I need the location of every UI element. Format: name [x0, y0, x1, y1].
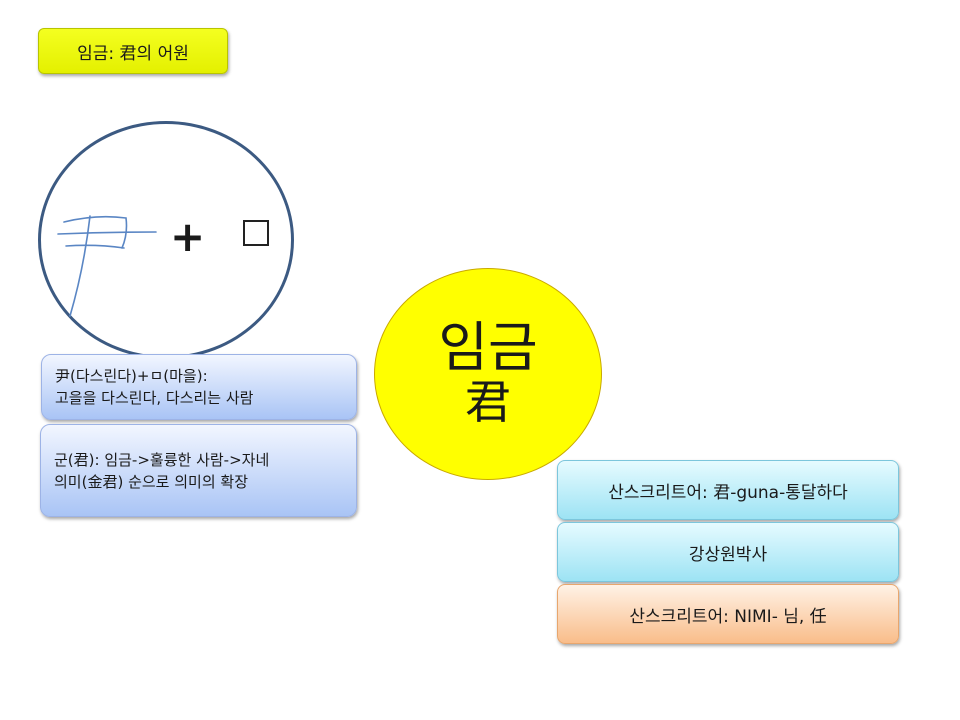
center-circle: 임금 君	[374, 268, 602, 480]
mouth-character-box	[243, 220, 269, 246]
right-box-sanskrit-nimi-text: 산스크리트어: NIMI- 님, 任	[629, 606, 827, 627]
title-box: 임금: 君의 어원	[38, 28, 228, 74]
right-box-author: 강상원박사	[557, 522, 899, 582]
plus-sign: +	[170, 212, 206, 261]
left-box-origin-line1: 尹(다스린다)+ㅁ(마을):	[55, 367, 208, 385]
title-text: 임금: 君의 어원	[77, 43, 189, 64]
left-box-origin: 尹(다스린다)+ㅁ(마을): 고을을 다스린다, 다스리는 사람	[41, 354, 357, 420]
left-box-meaning-line1: 군(君): 임금->훌륭한 사람->자네	[54, 450, 270, 469]
handwritten-yun-sketch	[57, 215, 157, 317]
left-box-origin-line2: 고을을 다스린다, 다스리는 사람	[55, 389, 254, 407]
etymology-circle	[38, 121, 294, 359]
center-hanja: 君	[465, 375, 511, 430]
left-box-meaning-line2: 의미(金君) 순으로 의미의 확장	[54, 472, 249, 491]
right-box-sanskrit-guna: 산스크리트어: 君-guna-통달하다	[557, 460, 899, 520]
left-box-meaning: 군(君): 임금->훌륭한 사람->자네 의미(金君) 순으로 의미의 확장	[40, 424, 357, 517]
right-box-sanskrit-guna-text: 산스크리트어: 君-guna-통달하다	[608, 482, 848, 503]
center-korean: 임금	[438, 316, 538, 380]
right-box-sanskrit-nimi: 산스크리트어: NIMI- 님, 任	[557, 584, 899, 644]
right-box-author-text: 강상원박사	[688, 544, 768, 565]
